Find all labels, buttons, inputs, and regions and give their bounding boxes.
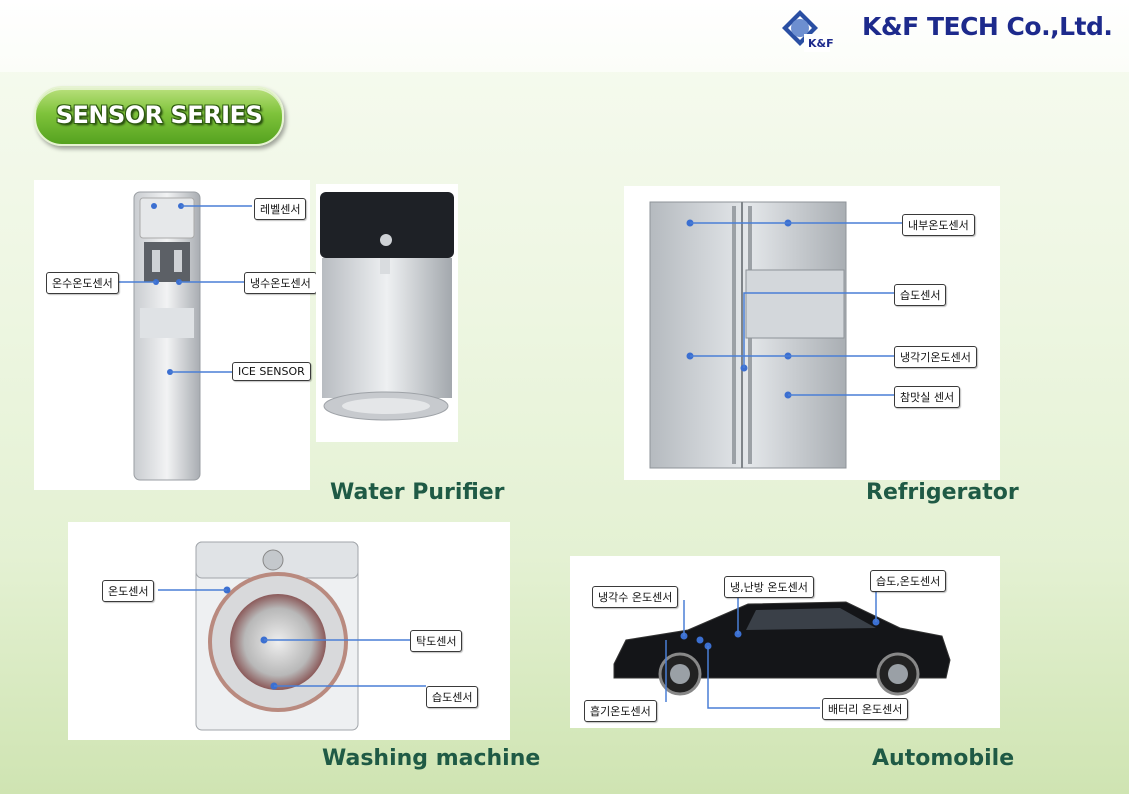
washing-machine-image: 온도센서 탁도센서 습도센서 xyxy=(68,522,510,740)
sensor-label-level: 레벨센서 xyxy=(254,198,307,220)
sensor-label-internal-temp: 내부온도센서 xyxy=(902,214,975,236)
sensor-label-turbidity: 탁도센서 xyxy=(410,630,463,652)
sensor-label-coolant-temp: 냉각수 온도센서 xyxy=(592,586,679,608)
sensor-label-hot-water-temp: 온수온도센서 xyxy=(46,272,119,294)
sensor-label-battery-temp: 배터리 온도센서 xyxy=(822,698,909,720)
water-purifier-countertop-image xyxy=(316,184,458,442)
sensor-label-intake-temp: 흡기온도센서 xyxy=(584,700,657,722)
sensor-label-wm-humidity: 습도센서 xyxy=(426,686,479,708)
caption-refrigerator: Refrigerator xyxy=(866,480,1019,505)
series-title: SENSOR SERIES xyxy=(55,101,263,129)
caption-automobile: Automobile xyxy=(872,746,1015,771)
sensor-label-hvac-temp: 냉,난방 온도센서 xyxy=(724,576,814,598)
water-purifier-stand-image: 레벨센서 온수온도센서 냉수온도센서 ICE SENSOR xyxy=(34,180,317,490)
series-title-badge: SENSOR SERIES xyxy=(34,86,284,146)
sensor-label-humidity-temp: 습도,온도센서 xyxy=(870,570,947,592)
sensor-label-temperature: 온도센서 xyxy=(102,580,155,602)
company-name: K&F TECH Co.,Ltd. xyxy=(862,12,1113,41)
sensor-label-cold-water-temp: 냉수온도센서 xyxy=(244,272,317,294)
sensor-label-cooler-temp: 냉각기온도센서 xyxy=(894,346,977,368)
sensor-label-humidity: 습도센서 xyxy=(894,284,947,306)
company-logo: K&F xyxy=(778,6,834,54)
sensor-label-freshness-room: 참맛실 센서 xyxy=(894,386,961,408)
sensor-label-ice: ICE SENSOR xyxy=(232,362,311,381)
caption-water-purifier: Water Purifier xyxy=(330,480,505,505)
logo-text: K&F xyxy=(808,37,834,50)
automobile-image: 냉각수 온도센서 냉,난방 온도센서 습도,온도센서 흡기온도센서 배터리 온도… xyxy=(570,556,1000,728)
refrigerator-image: 내부온도센서 습도센서 냉각기온도센서 참맛실 센서 xyxy=(624,186,1000,480)
caption-washing-machine: Washing machine xyxy=(322,746,541,771)
header-bar xyxy=(0,0,1129,72)
